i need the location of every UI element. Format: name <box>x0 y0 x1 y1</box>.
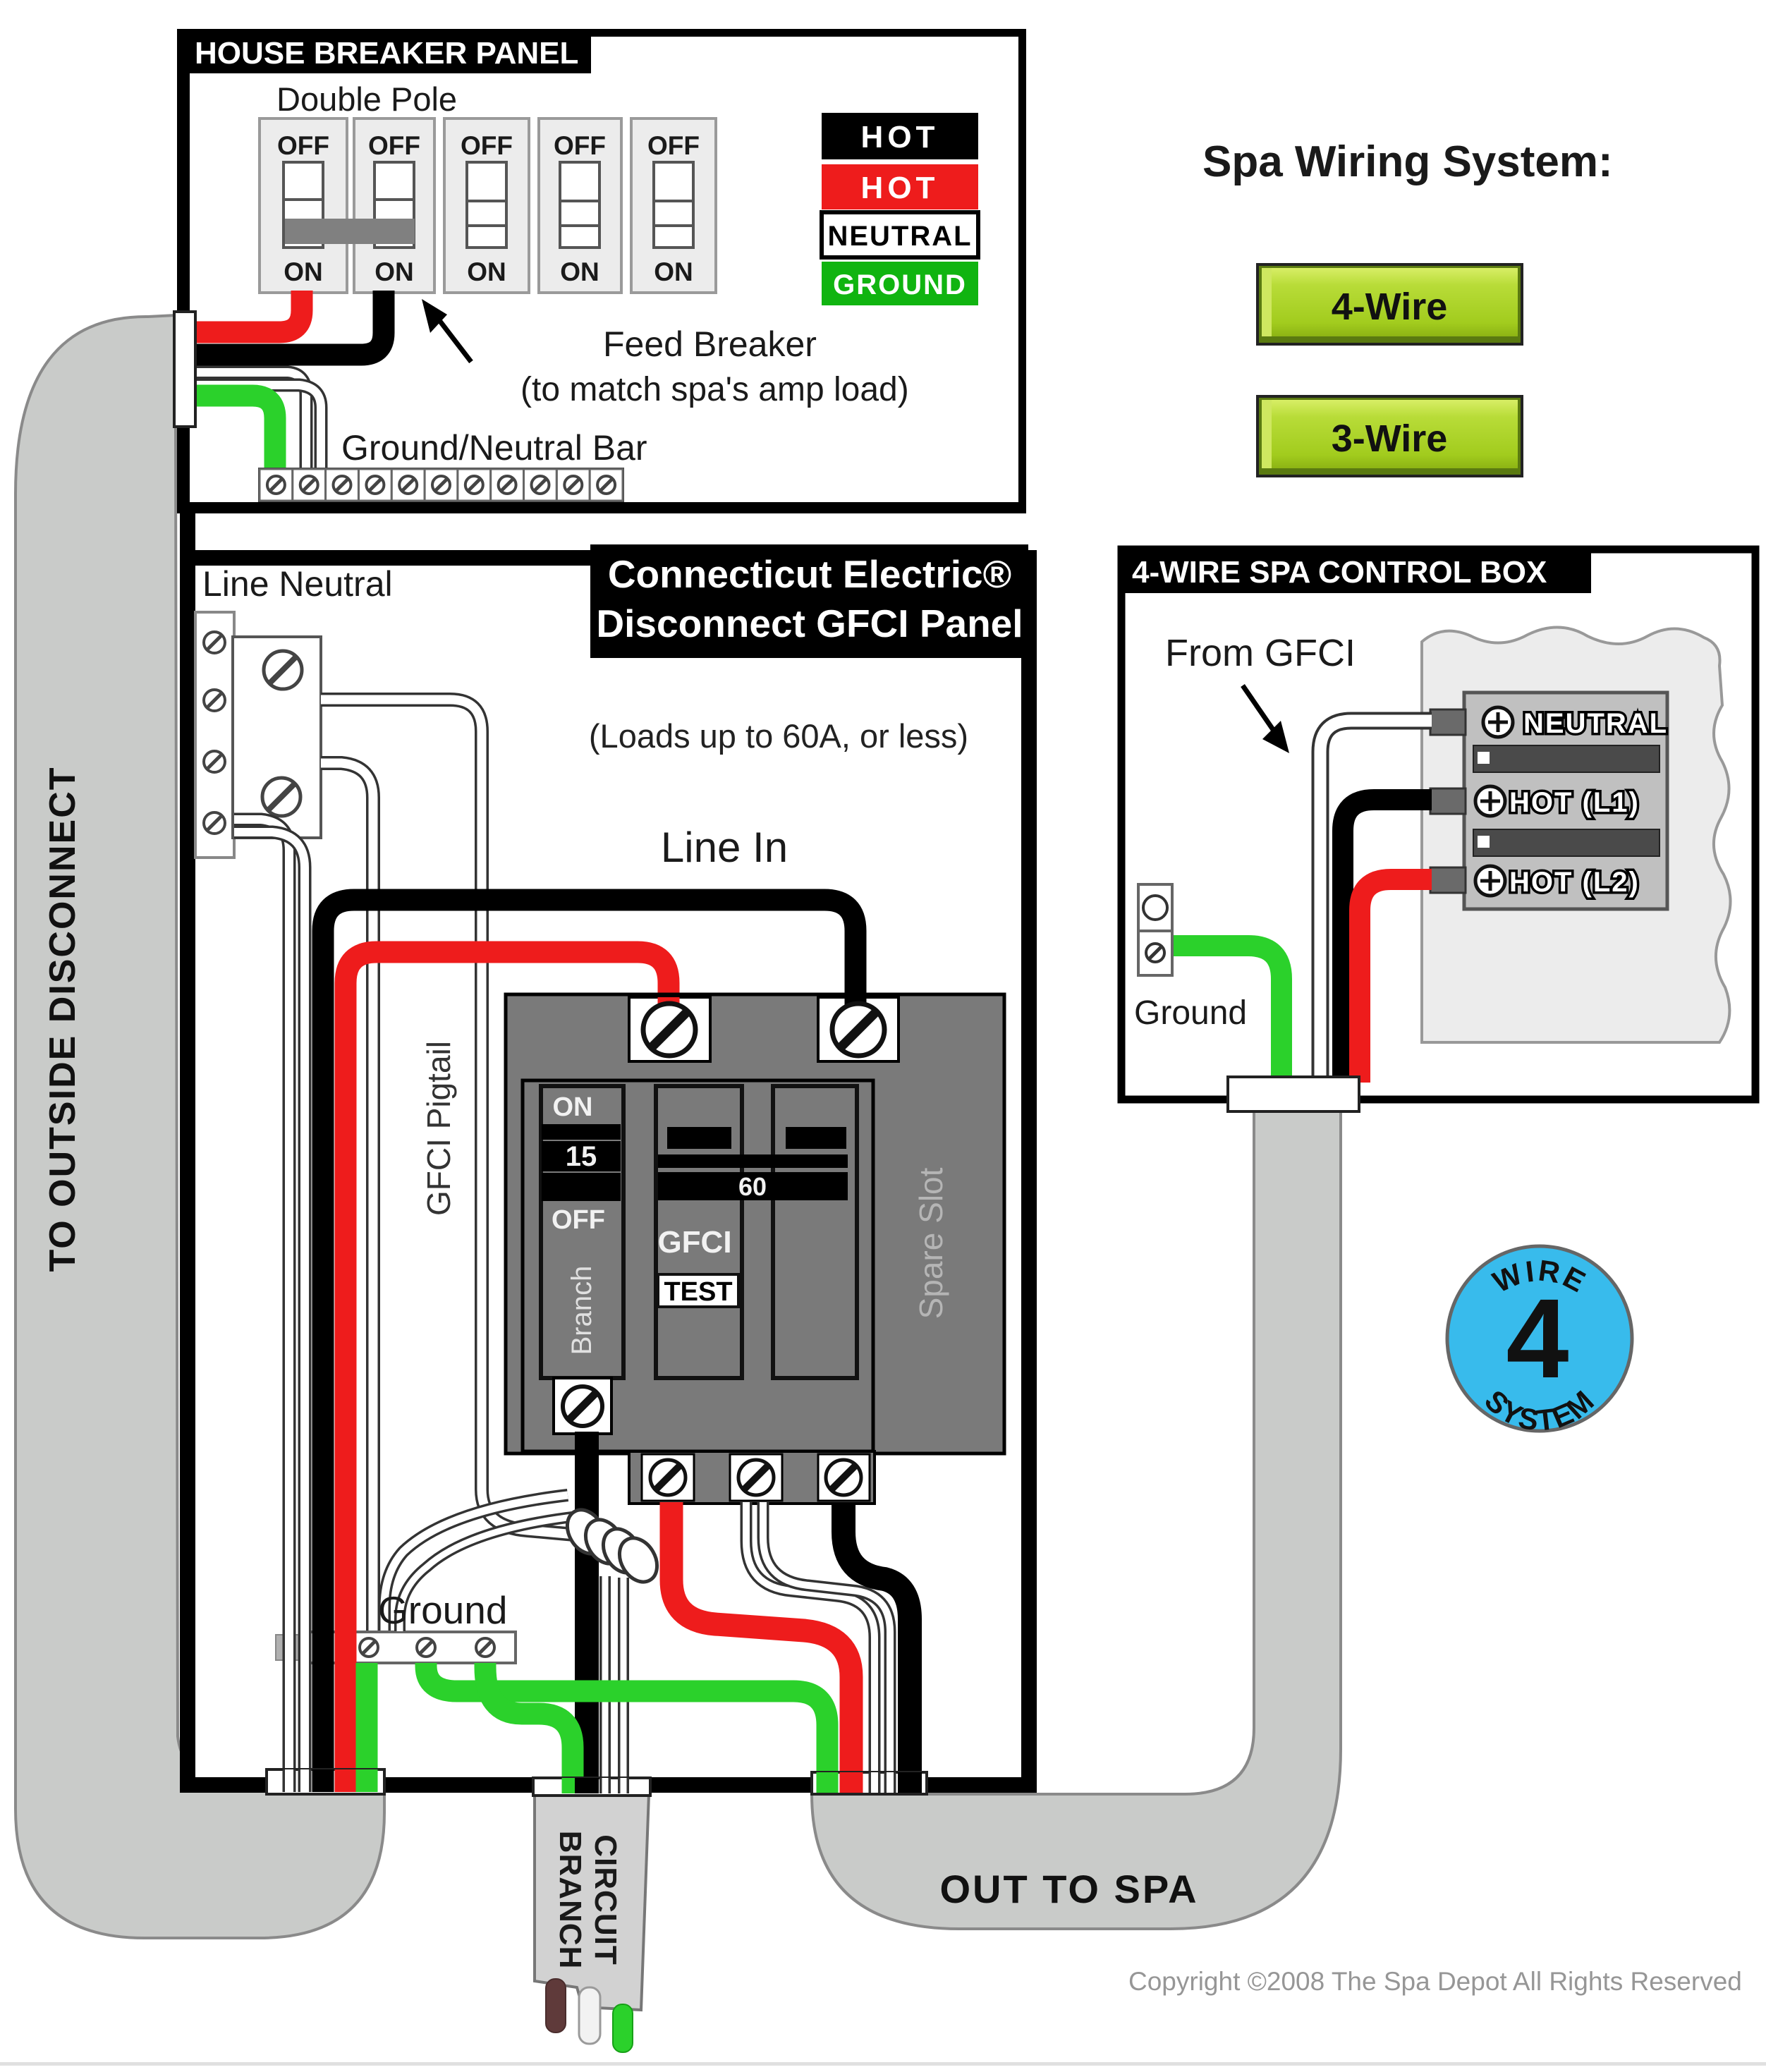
svg-text:GROUND: GROUND <box>833 269 967 300</box>
svg-text:Connecticut Electric®: Connecticut Electric® <box>608 552 1011 596</box>
svg-text:Feed Breaker: Feed Breaker <box>603 324 817 364</box>
svg-text:OUT TO SPA: OUT TO SPA <box>939 1867 1198 1911</box>
svg-text:Disconnect GFCI Panel: Disconnect GFCI Panel <box>596 602 1023 645</box>
svg-text:BRANCHCIRCUIT: BRANCHCIRCUIT <box>553 1831 623 1970</box>
svg-text:Ground: Ground <box>1134 994 1247 1032</box>
svg-text:15: 15 <box>566 1141 597 1172</box>
svg-text:3-Wire: 3-Wire <box>1332 418 1448 460</box>
svg-text:GFCI: GFCI <box>657 1225 731 1260</box>
svg-text:60: 60 <box>738 1172 767 1201</box>
svg-text:(Loads up to 60A, or less): (Loads up to 60A, or less) <box>589 717 968 755</box>
svg-text:HOT: HOT <box>861 120 939 154</box>
svg-text:Line In: Line In <box>661 824 788 871</box>
svg-text:HOT (L2): HOT (L2) <box>1509 867 1640 898</box>
svg-text:OFF: OFF <box>552 1205 605 1235</box>
svg-text:ON: ON <box>654 257 693 286</box>
svg-text:ON: ON <box>467 257 506 286</box>
svg-text:HOUSE BREAKER PANEL: HOUSE BREAKER PANEL <box>195 36 578 71</box>
svg-text:GFCI Pigtail: GFCI Pigtail <box>420 1041 457 1216</box>
svg-text:Line Neutral: Line Neutral <box>202 564 393 604</box>
svg-text:(to match spa's amp load): (to match spa's amp load) <box>520 371 909 408</box>
svg-text:4-Wire: 4-Wire <box>1332 286 1448 328</box>
svg-text:Copyright ©2008 The Spa Depot: Copyright ©2008 The Spa Depot All Rights… <box>1128 1967 1742 1996</box>
svg-text:HOT: HOT <box>861 171 939 205</box>
svg-text:NEUTRAL: NEUTRAL <box>1523 708 1668 739</box>
svg-text:OFF: OFF <box>277 131 329 160</box>
svg-text:Ground/Neutral Bar: Ground/Neutral Bar <box>341 428 647 468</box>
svg-text:From GFCI: From GFCI <box>1165 632 1356 674</box>
svg-text:ON: ON <box>374 257 414 286</box>
svg-text:OFF: OFF <box>461 131 513 160</box>
svg-text:4-WIRE SPA CONTROL BOX: 4-WIRE SPA CONTROL BOX <box>1132 555 1547 590</box>
svg-text:OFF: OFF <box>554 131 606 160</box>
svg-text:Spa Wiring System:: Spa Wiring System: <box>1202 138 1613 186</box>
svg-text:NEUTRAL: NEUTRAL <box>827 221 972 252</box>
svg-text:ON: ON <box>553 1092 593 1122</box>
svg-text:Double Pole: Double Pole <box>276 80 457 118</box>
svg-text:TEST: TEST <box>664 1277 732 1307</box>
svg-text:4: 4 <box>1506 1275 1569 1401</box>
svg-text:Branch: Branch <box>566 1266 597 1355</box>
svg-text:ON: ON <box>560 257 599 286</box>
svg-text:OFF: OFF <box>647 131 700 160</box>
svg-text:TO OUTSIDE DISCONNECT: TO OUTSIDE DISCONNECT <box>42 766 83 1272</box>
svg-text:ON: ON <box>284 257 323 286</box>
svg-text:Ground: Ground <box>378 1588 507 1632</box>
svg-text:HOT (L1): HOT (L1) <box>1509 787 1640 818</box>
svg-text:Spare Slot: Spare Slot <box>913 1167 949 1319</box>
svg-text:OFF: OFF <box>368 131 420 160</box>
